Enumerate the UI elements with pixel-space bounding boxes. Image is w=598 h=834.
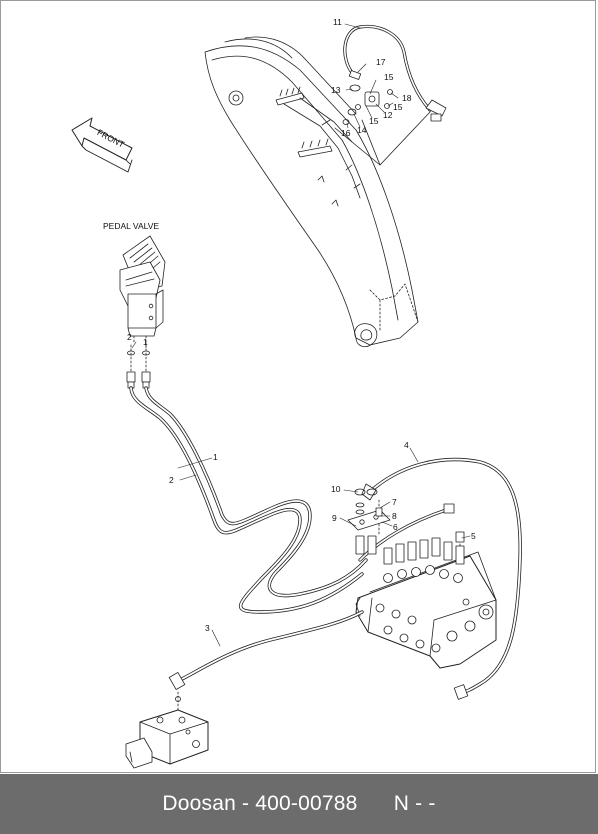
footer-suffix: N - - [393, 792, 436, 815]
callout-10: 10 [331, 484, 341, 494]
callout-2-hose: 2 [169, 475, 174, 485]
callout-12: 12 [383, 110, 393, 120]
hose-pilot-upper [358, 503, 465, 562]
pedal-valve-label: PEDAL VALVE [103, 221, 159, 231]
leader-lines [131, 23, 471, 647]
hose-11 [343, 24, 447, 122]
solenoid-valve [125, 709, 209, 769]
footer-part-number: 400-00788 [255, 792, 358, 815]
pedal-fittings [126, 344, 151, 389]
callout-14: 14 [357, 125, 367, 135]
hose-4 [361, 457, 522, 700]
callout-5: 5 [471, 531, 476, 541]
footer-bar: Doosan - 400-00788 N - - [0, 774, 598, 834]
hose-3 [168, 610, 364, 711]
callout-1-top: 1 [143, 337, 148, 347]
hydraulic-piping-diagram: FRONT PEDAL VALVE 11 17 13 15 18 15 16 1… [71, 17, 522, 769]
callout-15-b: 15 [393, 102, 403, 112]
bracket-plate [347, 488, 391, 555]
callout-15-a: 15 [384, 72, 394, 82]
callout-18: 18 [402, 93, 412, 103]
callout-2-top: 2 [127, 332, 132, 342]
callout-3: 3 [205, 623, 210, 633]
callout-13: 13 [331, 85, 341, 95]
main-control-valve [355, 537, 497, 669]
fitting-cluster-top [342, 84, 393, 125]
callout-11: 11 [333, 17, 342, 27]
footer-separator: - [236, 792, 256, 815]
footer-brand: Doosan [162, 792, 237, 815]
callout-6: 6 [393, 522, 398, 532]
footer-gap [358, 792, 394, 816]
hose-1-2 [129, 386, 368, 614]
callout-1-hose: 1 [213, 452, 218, 462]
callout-8: 8 [392, 511, 397, 521]
callout-17: 17 [376, 57, 386, 67]
callout-16: 16 [341, 128, 351, 138]
callout-15-c: 15 [369, 116, 379, 126]
diagram-frame [0, 0, 596, 773]
boom-outline [204, 36, 431, 347]
callout-4: 4 [404, 440, 409, 450]
callout-9: 9 [332, 513, 337, 523]
front-arrow [71, 117, 133, 173]
pedal-valve [119, 235, 166, 345]
callout-7: 7 [392, 497, 397, 507]
